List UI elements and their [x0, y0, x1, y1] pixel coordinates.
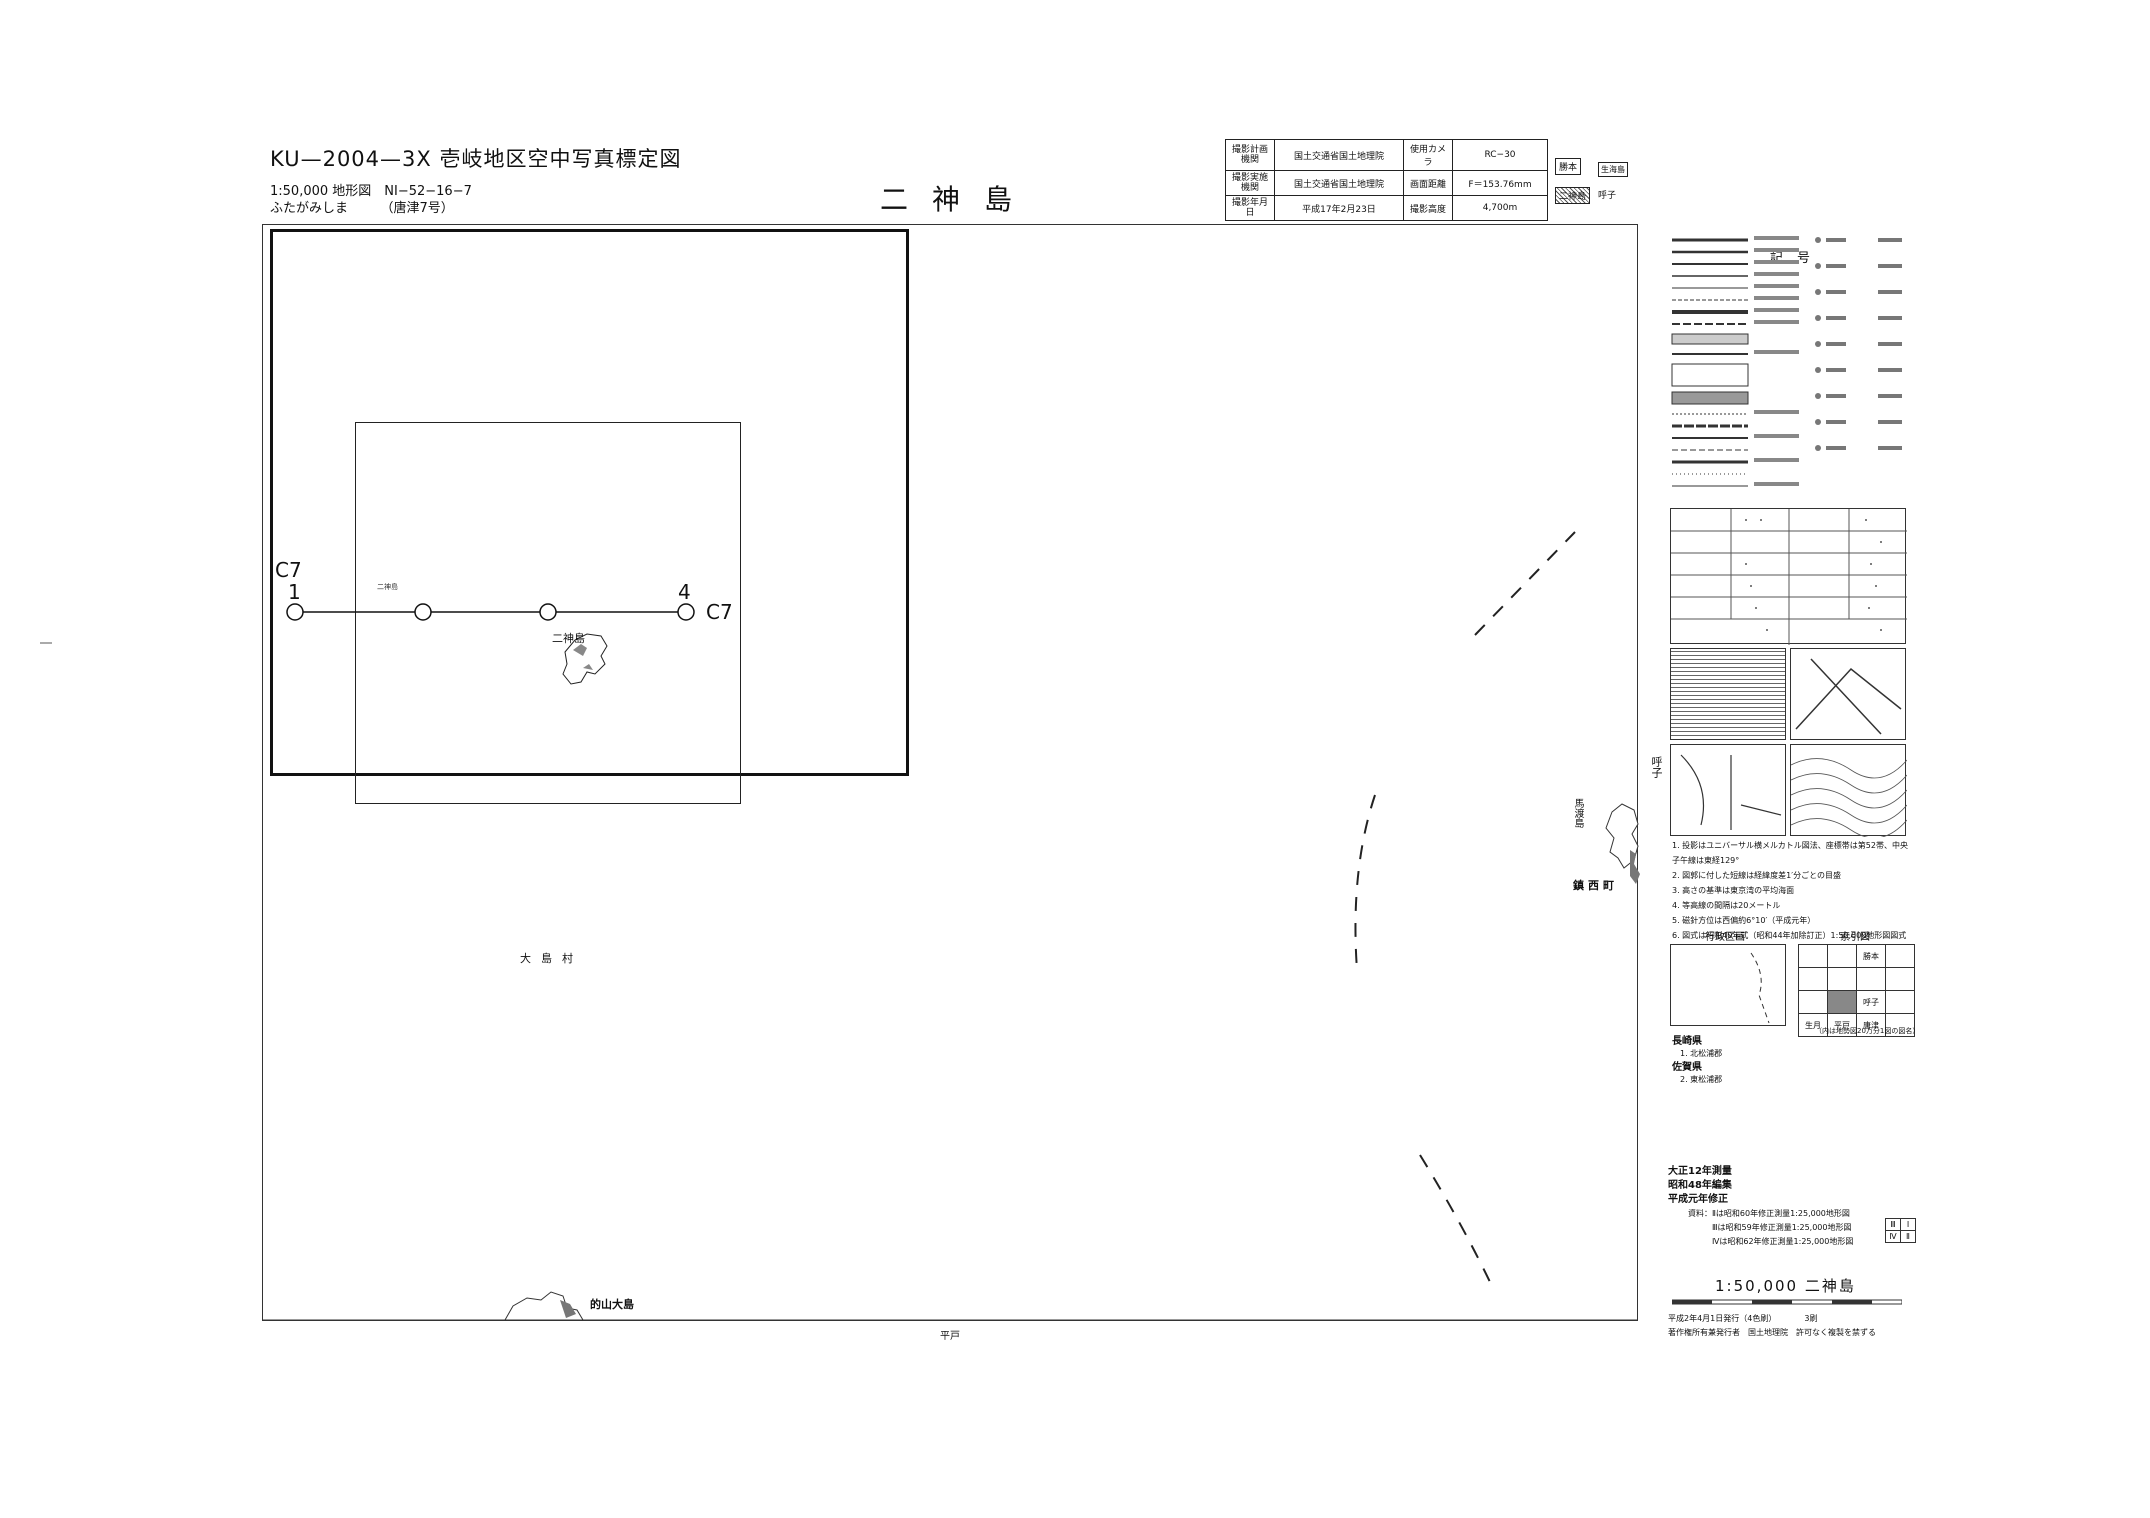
legend-sample-roads [1790, 648, 1906, 740]
index-cell[interactable]: 呼子 [1856, 990, 1886, 1014]
boundary-line-se [1419, 1154, 1491, 1283]
island-hatching [573, 644, 593, 670]
note-item: 1. 投影はユニバーサル横メルカトル図法、座標帯は第52帯、中央子午線は東経12… [1672, 841, 1908, 865]
photo-number-end: 4 [678, 580, 691, 604]
index-cell[interactable]: 唐津 [1856, 1013, 1886, 1037]
info-value: 平成17年2月23日 [1274, 195, 1404, 221]
legend-sample-coast [1670, 744, 1786, 836]
place-label-island: 二神島 [552, 632, 585, 645]
photo-center-point[interactable] [414, 603, 432, 621]
note-item: 4. 等高線の間隔は20メートル [1672, 901, 1781, 910]
publication-line: 平成2年4月1日発行（4色刷） 3刷 [1668, 1314, 1818, 1323]
source-cell: Ⅲ [1885, 1218, 1901, 1231]
place-label-small: 二神島 [377, 583, 398, 591]
survey-source: Ⅳは昭和62年修正測量1:25,000地形図 [1712, 1237, 1854, 1246]
photo-model-area [355, 422, 741, 804]
oshima-island-shape [504, 1291, 584, 1321]
legend-vegetation-grid [1670, 508, 1907, 645]
index-cell[interactable]: 平戸 [1827, 1013, 1857, 1037]
info-value: 国土交通省国土地理院 [1274, 139, 1404, 171]
district-higashimatsuura: 2. 東松浦郡 [1680, 1075, 1723, 1084]
photo-center-point[interactable] [539, 603, 557, 621]
photo-number-start: 1 [288, 580, 301, 604]
boundary-line-ne [1474, 531, 1576, 636]
info-row: 撮影年月日 平成17年2月23日 撮影高度 4,700m [1225, 195, 1548, 221]
survey-history: 大正12年測量 昭和48年編集 平成元年修正 資料：Ⅱは昭和60年修正測量1:2… [1668, 1165, 1853, 1249]
map-name: 二神島 [880, 183, 1037, 216]
info-value: 4,700m [1452, 195, 1548, 221]
south-hatching [560, 1300, 576, 1318]
sheet-title: 1:50,000 二神島 [1715, 1277, 1856, 1295]
boundary-line-e [1354, 794, 1376, 971]
info-label: 撮影高度 [1403, 195, 1453, 221]
futagami-island-shape [562, 633, 608, 685]
source-cell: Ⅰ [1900, 1218, 1916, 1231]
info-value: F＝153.76mm [1452, 170, 1548, 196]
note-item: 3. 高さの基準は東京湾の平均海面 [1672, 886, 1795, 895]
place-label-south-island: 的山大島 [590, 1298, 634, 1311]
index-note: （内は地勢図20万分1図の図名） [1815, 1027, 1920, 1035]
legend-sample-contours [1790, 744, 1908, 839]
info-label: 使用カメラ [1403, 139, 1453, 171]
place-label-yobuko: 呼子 [1650, 756, 1663, 778]
adjacent-sheet-south: 平戸 [940, 1331, 960, 1342]
admin-map-title: 行政区画 [1705, 932, 1745, 943]
legend-road-symbols [1671, 236, 1902, 487]
index-cell[interactable]: 生月 [1798, 1013, 1828, 1037]
adjacent-sheet-current: 二神島 [1555, 187, 1591, 204]
index-cell-current[interactable] [1827, 990, 1857, 1014]
scale-bar [1672, 1299, 1902, 1305]
district-kitamatsuura: 1. 北松浦郡 [1680, 1049, 1723, 1058]
legend-sample-urban [1670, 648, 1786, 740]
coast-hatching [1630, 850, 1640, 884]
photo-center-point[interactable] [286, 603, 304, 621]
index-cell[interactable]: 勝本 [1856, 944, 1886, 968]
adjacent-sheet-north: 勝本 [1555, 158, 1582, 175]
source-cell: Ⅱ [1900, 1230, 1916, 1243]
sheet-reading: ふたがみしま （唐津7号） [270, 201, 454, 216]
index-map-title: 索引図 [1840, 932, 1870, 943]
admin-map [1670, 944, 1786, 1026]
course-label-left: C7 [275, 558, 302, 582]
info-value: RC−30 [1452, 139, 1548, 171]
place-label-village: 大島村 [520, 952, 583, 965]
place-label-chinzei: 鎮西町 [1573, 879, 1618, 892]
legend-notes: 1. 投影はユニバーサル横メルカトル図法、座標帯は第52帯、中央子午線は東経12… [1672, 838, 1912, 943]
adjacent-sheet-east: 呼子 [1598, 191, 1617, 201]
scale-sheet-code: 1:50,000 地形図 NI−52−16−7 [270, 184, 472, 199]
info-row: 撮影計画機関 国土交通省国土地理院 使用カメラ RC−30 [1225, 139, 1548, 171]
copyright-line: 著作権所有兼発行者 国土地理院 許可なく複製を禁ずる [1668, 1328, 1876, 1337]
survey-line: 昭和48年編集 [1668, 1180, 1732, 1191]
document-title: KU—2004—3X 壱岐地区空中写真標定図 [270, 147, 682, 171]
info-value: 国土交通省国土地理院 [1274, 170, 1404, 196]
index-map: 勝本 呼子 生月平戸唐津 [1798, 944, 1915, 1037]
adjacent-sheet-northeast: 生海島 [1598, 162, 1628, 177]
source-grid: Ⅲ Ⅰ Ⅳ Ⅱ [1885, 1218, 1916, 1243]
note-item: 5. 磁針方位は西偏約6°10′（平成元年） [1672, 916, 1816, 925]
course-label-right: C7 [706, 600, 733, 624]
info-row: 撮影実施機関 国土交通省国土地理院 画面距離 F＝153.76mm [1225, 170, 1548, 196]
survey-source: Ⅲは昭和59年修正測量1:25,000地形図 [1712, 1223, 1852, 1232]
prefecture-nagasaki: 長崎県 [1672, 1036, 1702, 1047]
survey-line: 平成元年修正 [1668, 1194, 1728, 1205]
place-label-madara: 馬渡島 [1572, 798, 1583, 828]
survey-source: 資料：Ⅱは昭和60年修正測量1:25,000地形図 [1688, 1209, 1850, 1218]
prefecture-saga: 佐賀県 [1672, 1062, 1702, 1073]
photo-info-table: 撮影計画機関 国土交通省国土地理院 使用カメラ RC−30 撮影実施機関 国土交… [1225, 139, 1548, 221]
note-item: 6. 図式は昭和40年式（昭和44年加除訂正）1:50,000地形図図式 [1672, 931, 1907, 940]
info-label: 撮影年月日 [1225, 195, 1275, 221]
photo-coverage-area [270, 229, 909, 776]
survey-line: 大正12年測量 [1668, 1166, 1732, 1177]
source-cell: Ⅳ [1885, 1230, 1901, 1243]
note-item: 2. 図郭に付した短線は経緯度差1′分ごとの目盛 [1672, 871, 1841, 880]
photo-center-point[interactable] [677, 603, 695, 621]
